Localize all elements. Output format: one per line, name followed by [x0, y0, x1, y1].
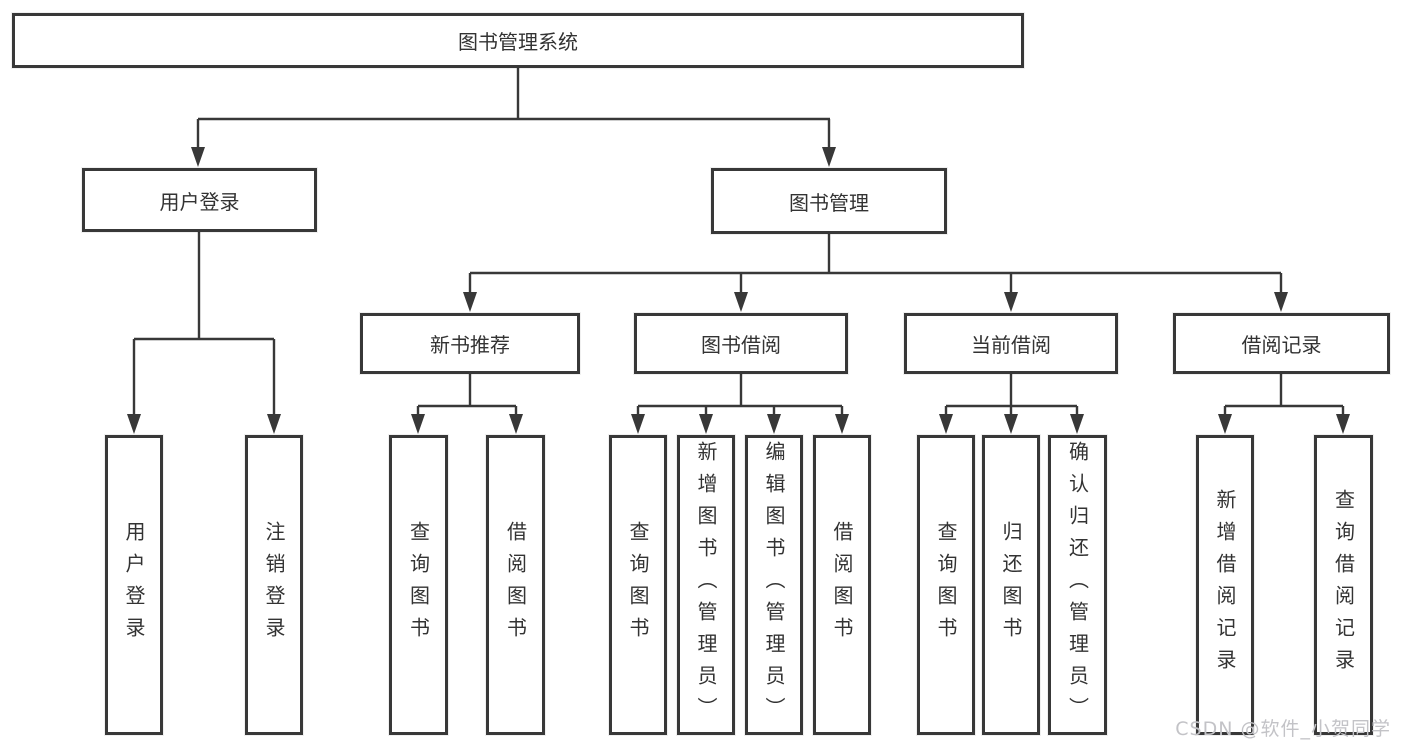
leaf-label: 查询图书 [626, 521, 650, 649]
leaf-borrow-books-recommend: 借阅图书 [486, 435, 545, 735]
leaf-add-borrow-record: 新增借阅记录 [1196, 435, 1254, 735]
node-label: 新书推荐 [430, 333, 510, 357]
leaf-label: 归还图书 [999, 521, 1023, 649]
leaf-borrow-books-borrow: 借阅图书 [813, 435, 871, 735]
node-label: 图书借阅 [701, 333, 781, 357]
leaf-label: 新增借阅记录 [1213, 489, 1237, 681]
leaf-query-borrow-record: 查询借阅记录 [1314, 435, 1373, 735]
leaf-user-login: 用户登录 [105, 435, 163, 735]
node-book-management: 图书管理 [711, 168, 947, 234]
node-label: 借阅记录 [1241, 333, 1322, 357]
node-borrowing-records: 借阅记录 [1173, 313, 1390, 374]
leaf-label: 用户登录 [122, 521, 146, 649]
node-label: 图书管理 [789, 190, 869, 215]
leaf-query-books-borrow: 查询图书 [609, 435, 667, 735]
leaf-query-books-recommend: 查询图书 [389, 435, 448, 735]
leaf-label: 借阅图书 [503, 521, 528, 649]
leaf-return-book: 归还图书 [982, 435, 1040, 735]
leaf-logout: 注销登录 [245, 435, 303, 735]
leaf-label: 新增图书（管理员） [694, 441, 718, 729]
node-current-borrowing: 当前借阅 [904, 313, 1118, 374]
leaf-label: 编辑图书（管理员） [762, 441, 786, 729]
leaf-label: 借阅图书 [830, 521, 854, 649]
node-new-book-recommendation: 新书推荐 [360, 313, 580, 374]
leaf-query-books-current: 查询图书 [917, 435, 975, 735]
node-book-borrowing: 图书借阅 [634, 313, 848, 374]
csdn-watermark: CSDN @软件_小贺同学 [1175, 718, 1391, 740]
leaf-label: 查询图书 [406, 521, 431, 649]
leaf-edit-book-admin: 编辑图书（管理员） [745, 435, 803, 735]
node-label: 图书管理系统 [458, 30, 578, 54]
leaf-label: 查询借阅记录 [1331, 489, 1356, 681]
leaf-label: 确认归还（管理员） [1065, 441, 1090, 729]
leaf-label: 注销登录 [262, 521, 286, 649]
leaf-add-book-admin: 新增图书（管理员） [677, 435, 735, 735]
node-label: 当前借阅 [971, 333, 1051, 357]
leaf-label: 查询图书 [934, 521, 958, 649]
node-label: 用户登录 [159, 189, 240, 214]
leaf-confirm-return-admin: 确认归还（管理员） [1048, 435, 1107, 735]
node-user-login: 用户登录 [82, 168, 317, 232]
node-root-system: 图书管理系统 [12, 13, 1024, 68]
